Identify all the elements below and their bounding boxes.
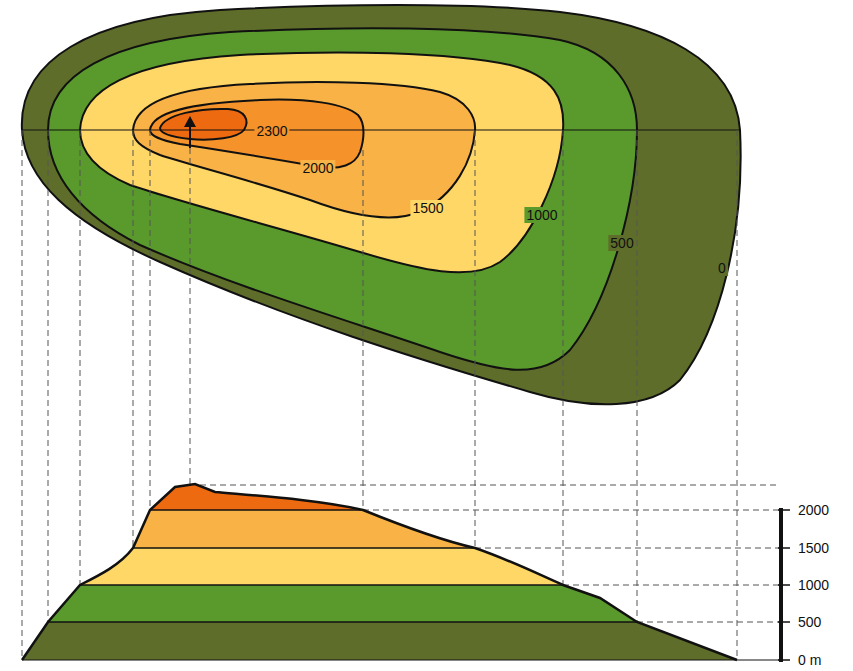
height-label: 0 m [796, 652, 823, 668]
contour-label: 2000 [300, 160, 335, 176]
summit-symbol [189, 126, 191, 148]
contour-500 [48, 28, 637, 370]
summit-symbol [184, 116, 196, 127]
contour-label: 1500 [410, 200, 445, 216]
contour-map [22, 5, 741, 404]
contour-1500 [133, 82, 475, 217]
contour-1000 [80, 52, 563, 272]
profile-outline [22, 484, 737, 660]
height-label: 500 [796, 614, 823, 630]
height-axis [778, 508, 790, 662]
terrain-profile [0, 470, 853, 662]
contour-0 [22, 5, 741, 404]
contour-label: 0 [716, 260, 728, 276]
section-line [22, 129, 740, 130]
contour-2300 [160, 109, 246, 140]
contour-2000 [150, 100, 364, 168]
contour-label: 2300 [254, 123, 289, 139]
contour-label: 1000 [524, 207, 559, 223]
height-label: 1500 [796, 540, 831, 556]
contour-label: 500 [608, 235, 635, 251]
height-label: 1000 [796, 577, 831, 593]
height-label: 2000 [796, 502, 831, 518]
profile-baseline [22, 660, 780, 661]
